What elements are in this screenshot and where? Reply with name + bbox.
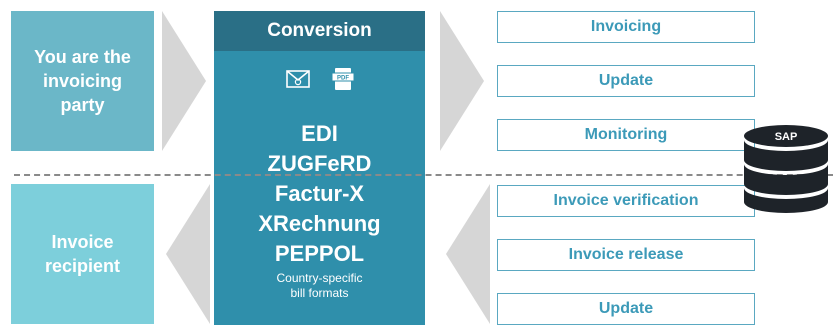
process-update-outgoing: Update: [497, 65, 755, 97]
conversion-panel: Conversion PDF EDI ZUGFeRD Factur-X XRec…: [214, 11, 425, 325]
process-label: Monitoring: [584, 126, 668, 143]
format-peppol: PEPPOL: [274, 241, 365, 266]
format-note: Country-specific bill formats: [276, 271, 363, 300]
process-label: Invoice verification: [553, 192, 699, 209]
process-update-incoming: Update: [497, 293, 755, 325]
sap-label: SAP: [775, 131, 798, 143]
invoice-recipient-label: Invoice recipient: [44, 232, 121, 276]
invoicing-party-box: You are the invoicing party: [11, 11, 154, 151]
process-label: Invoicing: [590, 18, 662, 35]
arrow-left-to-recipient: [166, 184, 210, 324]
invoice-recipient-box: Invoice recipient: [11, 184, 154, 324]
format-xrechnung: XRechnung: [258, 211, 381, 236]
pdf-badge-label: PDF: [337, 75, 349, 81]
process-label: Invoice release: [568, 246, 684, 263]
process-monitoring: Monitoring: [497, 119, 755, 151]
sap-database-icon: SAP: [740, 118, 832, 218]
format-edi: EDI: [301, 121, 338, 146]
format-facturx: Factur-X: [274, 181, 365, 206]
process-invoice-verification: Invoice verification: [497, 185, 755, 217]
process-invoicing: Invoicing: [497, 11, 755, 43]
pdf-document-icon: PDF: [331, 67, 354, 96]
conversion-title: Conversion: [267, 20, 372, 41]
arrow-right-to-processes: [440, 11, 484, 151]
dashed-divider: [14, 174, 833, 176]
format-icons: PDF: [214, 67, 425, 95]
process-invoice-release: Invoice release: [497, 239, 755, 271]
email-icon: [285, 69, 310, 93]
format-zugferd: ZUGFeRD: [267, 151, 372, 176]
invoicing-party-label: You are the invoicing party: [34, 47, 131, 115]
process-label: Update: [598, 300, 654, 317]
conversion-header: Conversion: [214, 11, 425, 51]
process-label: Update: [598, 72, 654, 89]
arrow-left-to-conversion: [446, 184, 490, 324]
formats-list: EDI ZUGFeRD Factur-X XRechnung PEPPOL Co…: [214, 119, 425, 301]
arrow-right-to-conversion: [162, 11, 206, 151]
